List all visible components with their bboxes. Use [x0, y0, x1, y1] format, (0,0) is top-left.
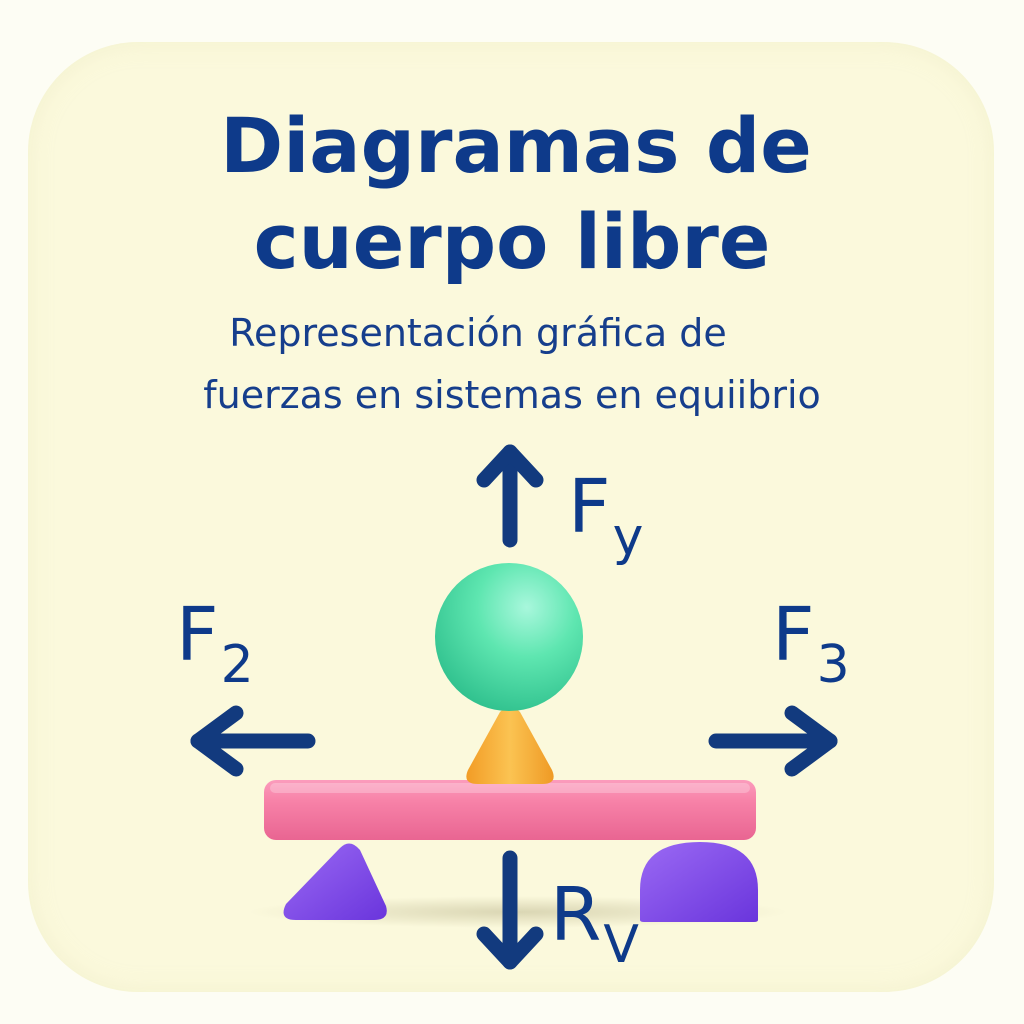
sphere: [435, 563, 583, 711]
subtitle-line-1: Representación gráfica de: [229, 311, 727, 355]
force-f3-label: F3: [772, 598, 850, 691]
force-f2-symbol: F: [176, 592, 219, 678]
force-fy-arrow: [476, 444, 544, 548]
force-rv-label: RV: [550, 878, 639, 971]
force-rv-subscript: V: [603, 915, 639, 975]
cone: [466, 707, 554, 784]
force-fy-subscript: y: [612, 507, 644, 567]
force-f2-subscript: 2: [220, 635, 254, 695]
force-rv-arrow: [476, 850, 544, 970]
title-line-1: Diagramas de: [220, 101, 812, 190]
force-f3-subscript: 3: [816, 635, 850, 695]
subtitle-line-2: fuerzas en sistemas en equiibrio: [203, 373, 821, 417]
title-line-2: cuerpo libre: [253, 197, 771, 286]
subtitle: Representación gráfica de fuerzas en sis…: [0, 302, 1024, 426]
force-fy-symbol: F: [568, 464, 611, 550]
right-support-dome: [640, 842, 758, 922]
force-f2-arrow: [190, 705, 316, 777]
beam-highlight: [270, 783, 750, 793]
page-title: Diagramas de cuerpo libre: [0, 98, 1024, 290]
force-f3-symbol: F: [772, 592, 815, 678]
force-fy-label: Fy: [568, 470, 643, 563]
left-support-triangle: [283, 843, 387, 920]
force-rv-symbol: R: [550, 872, 602, 958]
beam: [264, 780, 756, 840]
force-f3-arrow: [708, 705, 838, 777]
force-f2-label: F2: [176, 598, 254, 691]
